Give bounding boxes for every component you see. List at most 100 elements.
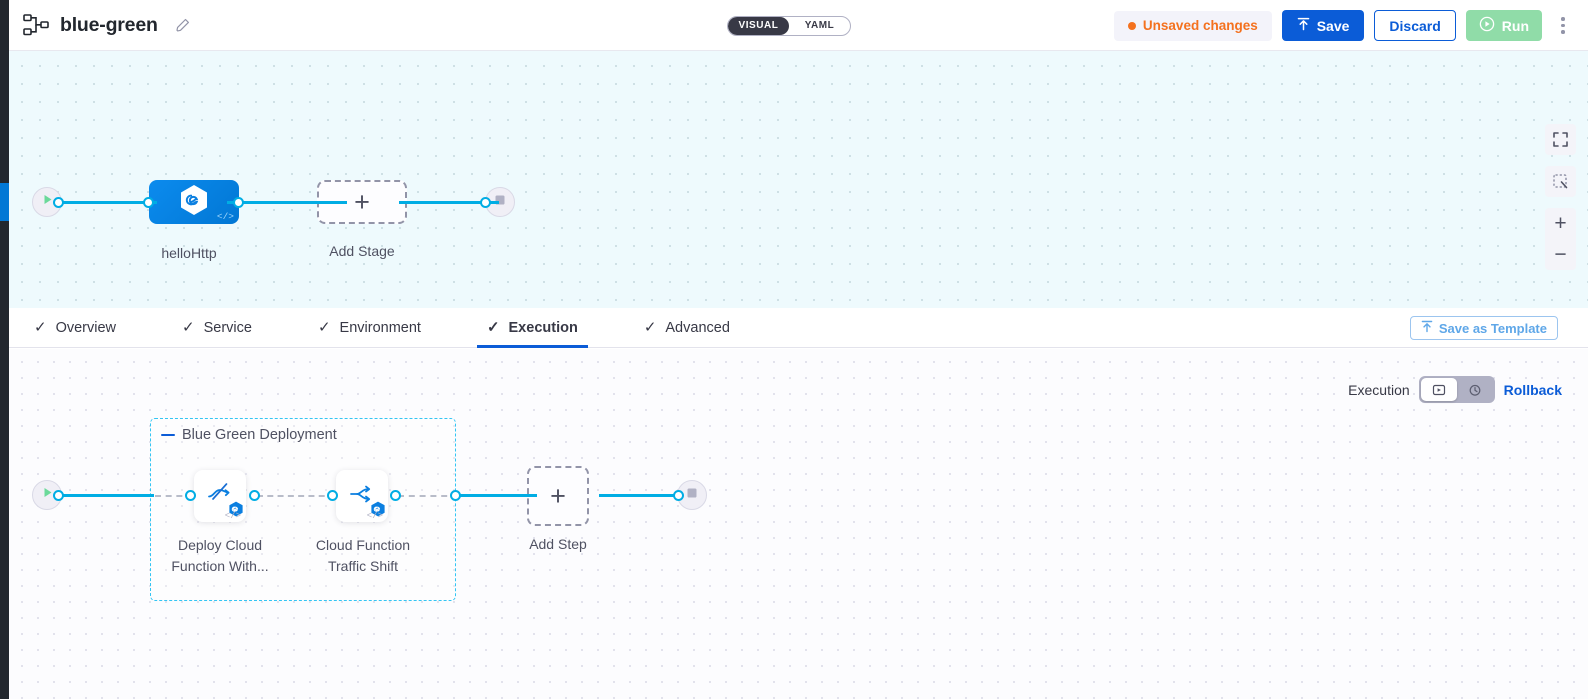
run-button[interactable]: Run <box>1465 10 1542 41</box>
wire-stage-to-addstage <box>227 201 347 204</box>
pipeline-nodes-icon <box>23 14 49 36</box>
tab-label: Advanced <box>665 319 730 336</box>
tab-overview[interactable]: ✓ Overview <box>34 308 116 348</box>
tab-service[interactable]: ✓ Service <box>182 308 252 348</box>
plus-icon: + <box>354 186 370 217</box>
port-start-out[interactable] <box>53 197 64 208</box>
tab-advanced[interactable]: ✓ Advanced <box>644 308 730 348</box>
port-step1-in[interactable] <box>185 490 196 501</box>
wire-step2-to-group-out-dashed <box>398 495 458 497</box>
left-nav-active-indicator <box>0 183 9 221</box>
tab-label: Environment <box>339 319 421 336</box>
yaml-code-glyph: </> <box>224 511 241 521</box>
left-nav-rail <box>0 0 9 699</box>
add-step-button[interactable]: + <box>527 466 589 526</box>
port-step1-out[interactable] <box>249 490 260 501</box>
save-as-template-label: Save as Template <box>1438 320 1547 336</box>
wire-group-to-addstep <box>457 494 537 497</box>
wire-addstep-to-end <box>599 494 683 497</box>
execution-label: Execution <box>1348 381 1410 398</box>
plus-icon: + <box>550 480 566 511</box>
step-node-label: Deploy Cloud Function With... <box>171 537 269 574</box>
page-title: blue-green <box>60 13 158 36</box>
play-icon <box>41 193 54 211</box>
save-button-label: Save <box>1316 17 1350 34</box>
stage-node-label: helloHttp <box>161 245 217 261</box>
zoom-controls: + − <box>1545 208 1576 270</box>
header-left-group: blue-green <box>0 14 191 37</box>
step-group-title-label: Blue Green Deployment <box>182 427 337 443</box>
step-node-label: Cloud Function Traffic Shift <box>315 537 411 574</box>
stage-graph-canvas[interactable]: </> helloHttp + Add Stage <box>9 51 1588 308</box>
save-as-template-button[interactable]: Save as Template <box>1409 316 1558 340</box>
save-upload-icon <box>1297 17 1310 34</box>
pencil-icon[interactable] <box>175 17 191 33</box>
yaml-code-glyph: </> <box>216 211 234 222</box>
tab-label: Overview <box>55 319 117 336</box>
step-node-cloud-function-traffic-shift[interactable]: </> <box>336 470 388 522</box>
port-end-in[interactable] <box>480 197 491 208</box>
kebab-dot <box>1561 30 1565 34</box>
wire-step1-to-step2-dashed <box>257 495 335 497</box>
fullscreen-icon[interactable] <box>1545 124 1576 155</box>
rollback-link[interactable]: Rollback <box>1503 381 1562 398</box>
port-step2-in[interactable] <box>327 490 338 501</box>
execution-steps-icon[interactable] <box>1420 378 1457 401</box>
template-upload-icon <box>1421 320 1433 336</box>
deploy-cloud-function-icon <box>205 479 235 514</box>
mode-option-visual[interactable]: VISUAL <box>728 17 789 35</box>
port-stage-in[interactable] <box>143 197 154 208</box>
wire-start-to-group <box>57 494 154 497</box>
tab-label: Service <box>203 319 252 336</box>
canvas-controls: + − <box>1545 124 1576 270</box>
step-node-deploy-cloud-function[interactable]: </> <box>194 470 246 522</box>
kebab-dot <box>1561 23 1565 28</box>
discard-button-label: Discard <box>1389 17 1441 34</box>
header-actions: Unsaved changes Save Discard <box>1113 0 1574 51</box>
yaml-code-glyph: </> <box>366 511 383 521</box>
execution-rollback-toggle[interactable] <box>1418 376 1495 403</box>
tab-execution[interactable]: ✓ Execution <box>476 308 588 348</box>
port-exec-start-out[interactable] <box>53 490 64 501</box>
check-icon: ✓ <box>317 319 331 336</box>
pipeline-header: blue-green VISUAL YAML Unsaved changes <box>0 0 1588 51</box>
zoom-out-button[interactable]: − <box>1554 243 1567 266</box>
kebab-menu-icon[interactable] <box>1552 11 1574 41</box>
traffic-shift-icon <box>347 479 377 514</box>
wire-group-in-dashed <box>155 495 193 497</box>
unsaved-changes-label: Unsaved changes <box>1142 18 1258 33</box>
add-stage-label: Add Stage <box>329 243 395 259</box>
select-area-icon[interactable] <box>1545 166 1576 197</box>
wire-addstage-to-end <box>399 201 499 204</box>
check-icon: ✓ <box>34 319 47 336</box>
play-circle-icon <box>1479 16 1495 35</box>
unsaved-changes-badge: Unsaved changes <box>1113 10 1272 41</box>
play-icon <box>41 486 54 504</box>
execution-rollback-switcher: Execution Rollback <box>1348 376 1562 403</box>
port-exec-end-in[interactable] <box>673 490 684 501</box>
stage-node-hellohttp[interactable]: </> <box>149 180 239 224</box>
stage-config-tabs: ✓ Overview ✓ Service ✓ Environment ✓ Exe… <box>9 308 1588 348</box>
step-group-title: Blue Green Deployment <box>161 427 337 443</box>
zoom-in-button[interactable]: + <box>1554 212 1567 235</box>
check-icon: ✓ <box>643 319 657 336</box>
mode-option-yaml[interactable]: YAML <box>804 20 835 31</box>
stop-icon <box>686 486 698 504</box>
rollback-clock-icon[interactable] <box>1457 378 1493 401</box>
visual-yaml-toggle[interactable]: VISUAL YAML <box>727 16 851 36</box>
unsaved-dot-icon <box>1127 21 1136 30</box>
tab-label: Execution <box>508 319 578 336</box>
wire-start-to-stage <box>57 201 157 204</box>
harness-hexagon-icon <box>179 184 209 221</box>
harness-badge-icon <box>228 501 244 517</box>
port-stage-out[interactable] <box>233 197 244 208</box>
tab-environment[interactable]: ✓ Environment <box>318 308 421 348</box>
collapse-dash-icon[interactable] <box>161 433 175 437</box>
port-group-out[interactable] <box>450 490 461 501</box>
execution-graph-canvas[interactable]: Execution Rollback <box>9 349 1588 699</box>
discard-button[interactable]: Discard <box>1374 10 1456 41</box>
port-step2-out[interactable] <box>390 490 401 501</box>
kebab-dot <box>1561 17 1565 21</box>
save-button[interactable]: Save <box>1281 10 1365 41</box>
